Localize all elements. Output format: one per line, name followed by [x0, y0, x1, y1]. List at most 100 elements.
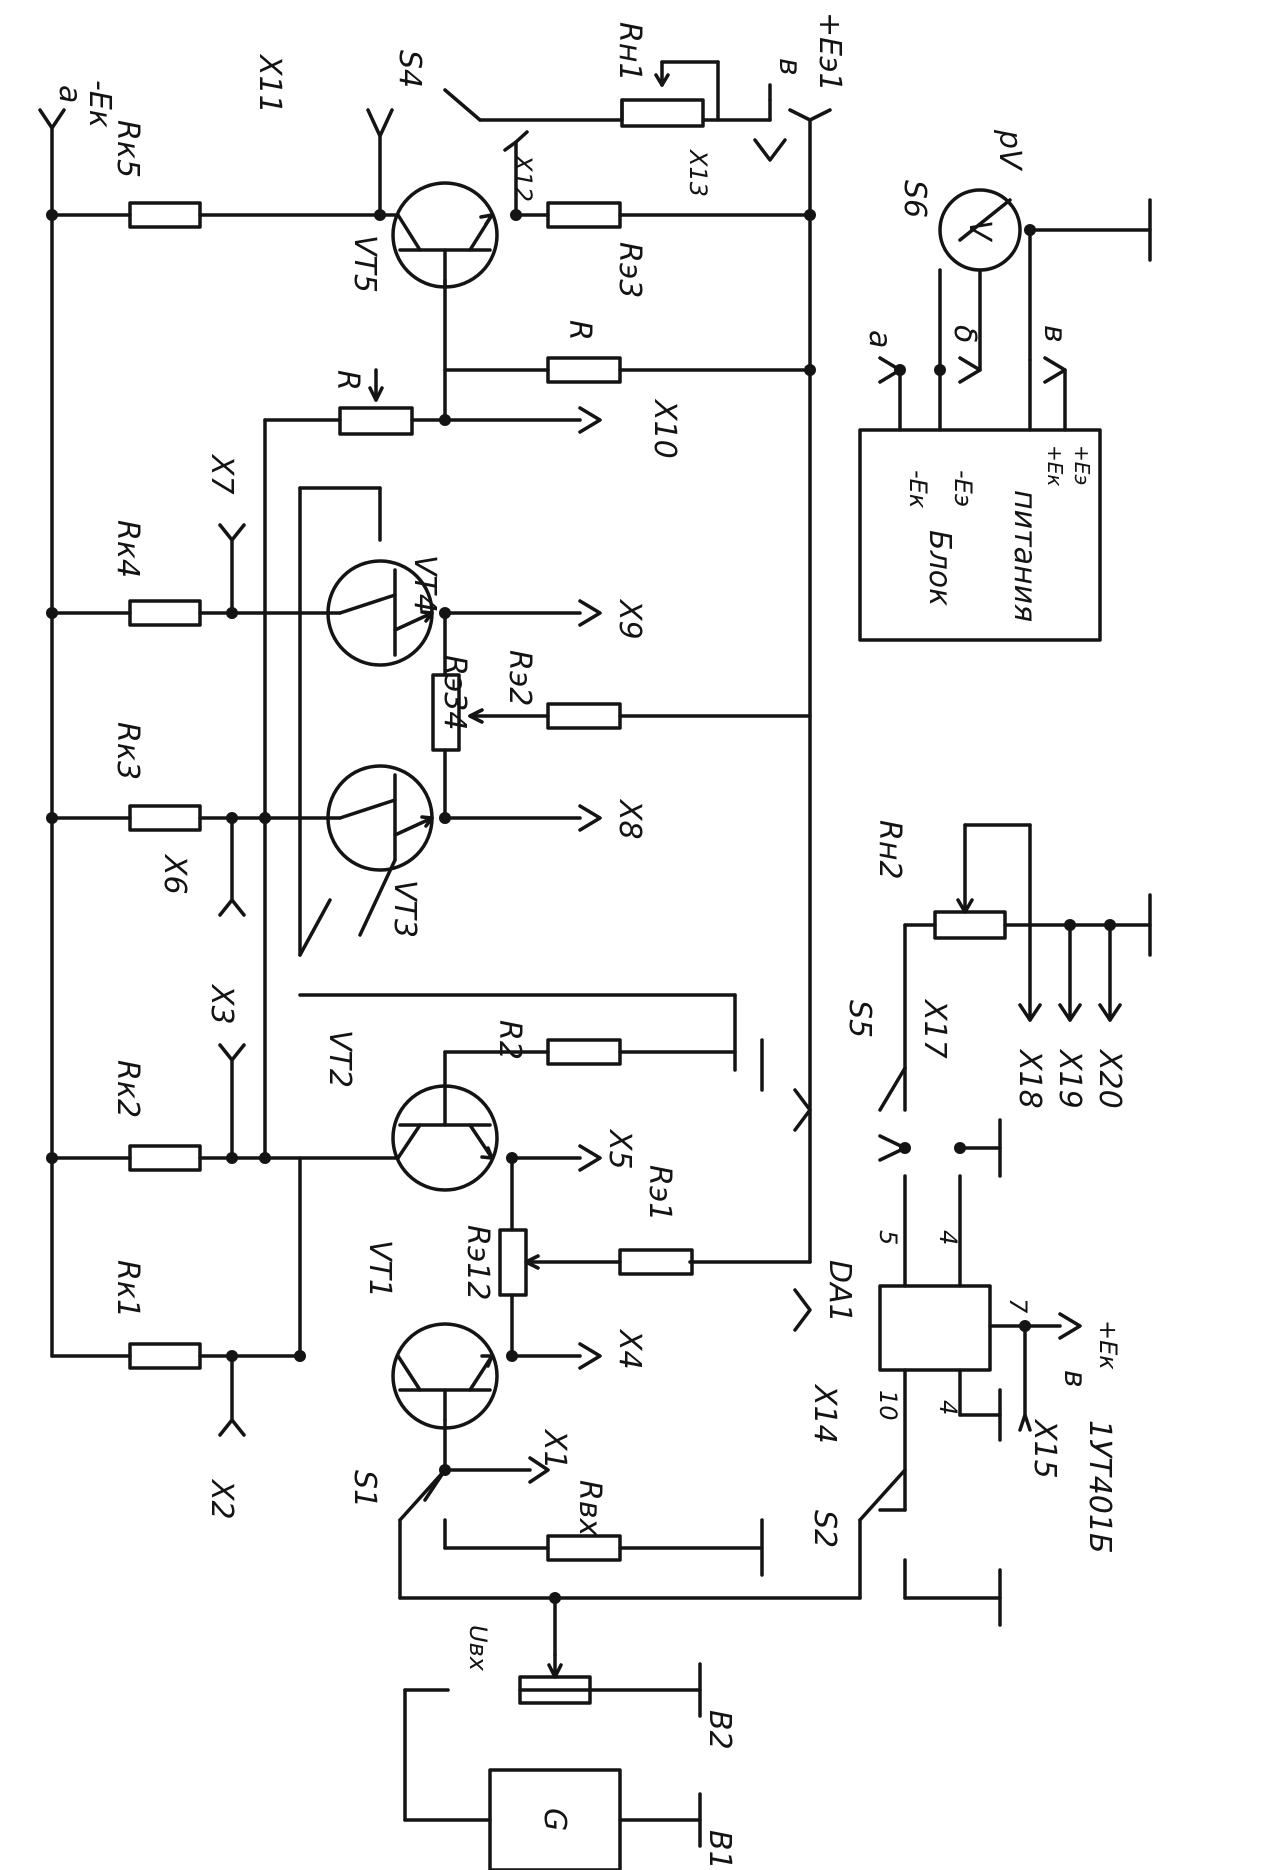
label-re2: Rэ2: [502, 650, 537, 706]
label-x6: X6: [157, 853, 192, 895]
resistor-rvx: [546, 1534, 622, 1562]
label-re3: Rэ3: [612, 242, 647, 298]
label-vt5: VT5: [347, 235, 382, 293]
label-rk2: Rк2: [110, 1060, 145, 1118]
label-rn1: Rн1: [612, 22, 647, 82]
da1-chip: [878, 1284, 992, 1372]
wiper-arrows: [368, 73, 974, 1679]
resistor-r: [546, 356, 622, 384]
ground-symbols: [698, 83, 1152, 1848]
label-rk4: Rк4: [110, 520, 145, 578]
label-da1: DA1: [822, 1260, 857, 1323]
label-rk1: Rк1: [110, 1260, 145, 1318]
label-rk3: Rк3: [110, 722, 145, 780]
resistor-rk3: [128, 804, 202, 832]
label-psu-blok: Блок: [922, 530, 957, 606]
label-vt2: VT2: [322, 1030, 357, 1088]
switch-s2: [858, 1468, 907, 1522]
label-rvx: Rвх: [572, 1480, 607, 1537]
label-x18: X18: [1012, 1048, 1047, 1109]
power-supply-block: [858, 428, 1102, 642]
label-x20: X20: [1092, 1048, 1127, 1109]
label-psu-ek: -Eк: [904, 470, 932, 509]
label-re12: Rэ12: [460, 1225, 495, 1300]
switches: [298, 88, 907, 1522]
label-yb: δ: [947, 325, 982, 343]
potentiometer-re34: [431, 673, 461, 752]
label-x4: X4: [612, 1328, 647, 1370]
label-re34: Rэ34: [437, 655, 472, 730]
label-g: G: [537, 1808, 572, 1831]
potentiometer-re12: [498, 1228, 528, 1297]
resistor-rk1: [128, 1342, 202, 1370]
resistor-rk5: [128, 201, 202, 229]
label-vt3: VT3: [387, 880, 422, 938]
switch-s5: [878, 1066, 907, 1112]
label-pv: pV: [992, 129, 1027, 172]
label-r-top: R: [562, 320, 597, 341]
label-uvx: Uвх: [464, 1625, 492, 1672]
blocks: [488, 188, 1102, 1870]
label-x19: X19: [1052, 1048, 1087, 1109]
potentiometer-r: [338, 406, 414, 436]
switch-s3: [298, 898, 332, 957]
label-vt1: VT1: [362, 1240, 397, 1298]
resistor-rk4: [128, 599, 202, 627]
label-yv: в: [1037, 325, 1072, 343]
label-re1: Rэ1: [642, 1165, 677, 1221]
label-x11: X11: [252, 53, 287, 114]
label-x2: X2: [204, 1478, 239, 1520]
label-psu-pit: питания: [1007, 490, 1042, 622]
junction-dots: [46, 209, 1116, 1604]
label-s5: S5: [842, 1000, 877, 1038]
resistor-re2: [546, 702, 622, 730]
label-ek-da: +Eк: [1094, 1320, 1122, 1370]
label-v-top: в: [772, 58, 807, 76]
label-x8: X8: [612, 798, 647, 840]
label-s2: S2: [807, 1510, 842, 1548]
label-vt4: VT4: [407, 555, 442, 613]
label-b1: B1: [702, 1830, 737, 1870]
label-ek-top: -Eк: [82, 80, 117, 128]
label-r2: R2: [492, 1020, 527, 1060]
label-x1: X1: [537, 1428, 572, 1470]
labels: -Eк a Rк5 X11 S4 Rн1 в +Eэ1 VT5 X12 X13 …: [52, 12, 1127, 1870]
label-v-da: в: [1057, 1370, 1092, 1388]
label-psu-pee: +Eэ: [1070, 445, 1094, 485]
generator-g: [488, 1768, 622, 1870]
voltmeter: [938, 188, 1022, 272]
label-x3: X3: [204, 983, 239, 1025]
label-x10: X10: [647, 398, 682, 459]
label-chip: 1УТ401Б: [1082, 1420, 1117, 1554]
label-pin5: 5: [874, 1230, 902, 1245]
label-x9: X9: [612, 598, 647, 640]
transistor-vt2: [391, 1050, 499, 1192]
wiring: [50, 60, 1152, 1822]
label-s6: S6: [897, 180, 932, 218]
label-r-pot: R: [330, 370, 365, 391]
switch-s4: [443, 88, 482, 122]
potentiometer-rn1: [620, 98, 705, 128]
switch-s1: [398, 1468, 447, 1522]
terminals: [38, 108, 1122, 1512]
transistor-vt1: [391, 1322, 499, 1430]
label-rk5: Rк5: [110, 120, 145, 178]
label-voltmeter: V: [962, 220, 997, 243]
transistor-vt3: [326, 764, 434, 937]
label-pin10: 10: [874, 1390, 902, 1421]
resistor-rk2: [128, 1144, 202, 1172]
label-pin4b: 4: [934, 1400, 962, 1415]
label-pin4a: 4: [934, 1230, 962, 1245]
label-x13: X13: [684, 148, 712, 197]
resistor-re1: [618, 1248, 694, 1276]
label-ee1: +Eэ1: [812, 12, 847, 92]
label-ya: a: [862, 330, 897, 348]
label-x12: X12: [509, 153, 537, 202]
label-b2: B2: [702, 1710, 737, 1750]
label-s4: S4: [392, 50, 427, 88]
potentiometer-rn2: [933, 910, 1007, 940]
label-pin7: 7: [1004, 1298, 1032, 1314]
resistor-re3: [546, 201, 622, 229]
label-rn2: Rн2: [872, 820, 907, 880]
